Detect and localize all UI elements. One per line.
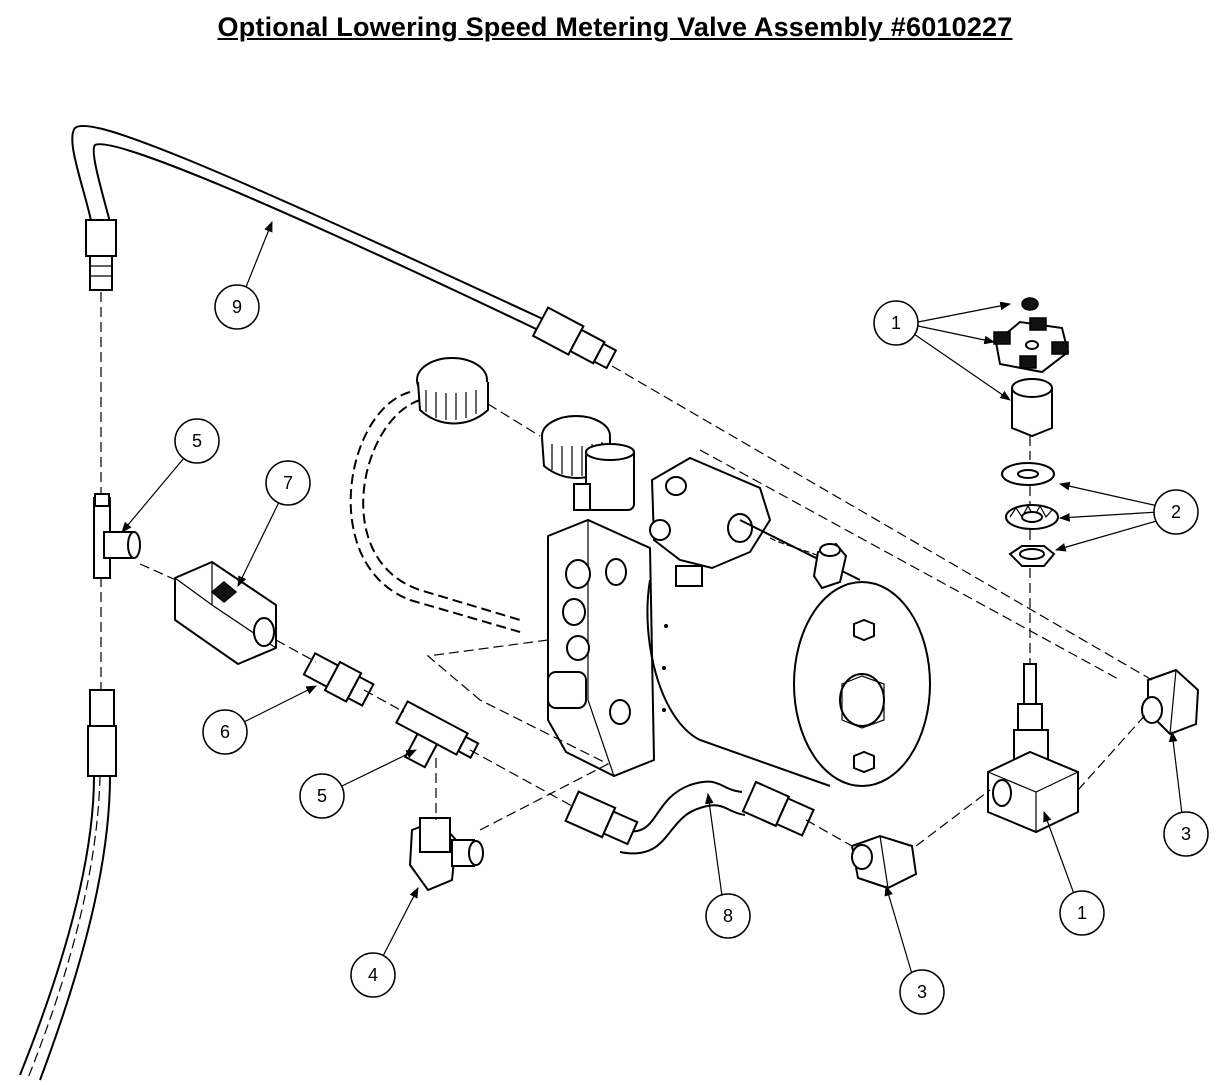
callout-9: 9 [214,284,260,330]
tee-5-upper [93,493,141,579]
callout-7: 7 [265,460,311,506]
connection-lines [139,365,1153,847]
valve-1 [987,663,1079,834]
callout-2: 2 [1153,489,1199,535]
leader-lines [121,220,1183,975]
hose-9 [71,124,618,370]
callout-3-right: 3 [1163,811,1209,857]
callout-1-bottom-label: 1 [1077,903,1087,923]
callout-3-bottom: 3 [899,969,945,1015]
diagram-title: Optional Lowering Speed Metering Valve A… [217,12,1013,42]
hose-8 [564,780,815,855]
power-unit [349,357,931,787]
washers-2 [1001,462,1059,567]
tee-5-lower [394,700,480,769]
return-hose [19,689,117,1081]
fitting-6 [302,651,375,707]
callout-5-mid: 5 [299,773,345,819]
elbow-3-right [1141,668,1200,736]
callout-5-left: 5 [174,418,220,464]
callout-2-label: 2 [1171,502,1181,522]
valve-body-7 [174,560,277,666]
callout-1-top-label: 1 [891,313,901,333]
callout-3-bottom-label: 3 [917,982,927,1002]
callout-8-label: 8 [723,906,733,926]
callout-1-bottom: 1 [1059,890,1105,936]
callout-3-right-label: 3 [1181,824,1191,844]
callout-9-label: 9 [232,297,242,317]
callout-7-label: 7 [283,473,293,493]
callout-4: 4 [350,952,396,998]
callout-1-top: 1 [873,300,919,346]
callout-6-label: 6 [220,722,230,742]
callout-8: 8 [705,893,751,939]
callout-5-mid-label: 5 [317,786,327,806]
elbow-4 [408,817,484,892]
elbow-3-lower [850,834,918,890]
knob-1 [993,297,1070,438]
callout-6: 6 [202,709,248,755]
callout-4-label: 4 [368,965,378,985]
callout-5-left-label: 5 [192,431,202,451]
